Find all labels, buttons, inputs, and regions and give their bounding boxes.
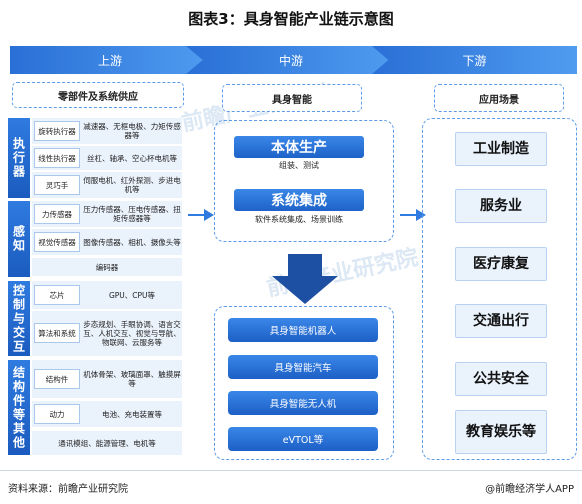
block-desc: 组装、测试 — [279, 161, 319, 170]
component-desc: 丝杠、轴承、空心杯电机等 — [87, 153, 177, 163]
block-title: 本体生产 — [234, 136, 364, 158]
encoder-row: 编码器 — [32, 258, 182, 276]
block-desc: 软件系统集成、场景训练 — [255, 215, 343, 224]
component-name: 线性执行器 — [34, 148, 80, 168]
midstream-process-panel — [214, 120, 394, 242]
component-name: 视觉传感器 — [34, 232, 80, 252]
category-structure: 结构件等其他 — [8, 360, 30, 455]
component-desc: GPU、CPU等 — [108, 290, 156, 300]
block-title: 系统集成 — [234, 189, 364, 211]
phase-midstream: 中游 — [186, 46, 396, 74]
phase-upstream: 上游 — [10, 46, 210, 74]
phase-downstream: 下游 — [372, 46, 577, 74]
scene-item: 公共安全 — [455, 362, 547, 396]
arrow-down-icon — [272, 254, 338, 304]
component-name: 动力 — [34, 404, 80, 424]
footer-brand: @前瞻经济学人APP — [485, 484, 574, 495]
footer-source: 资料来源：前瞻产业研究院 — [8, 484, 128, 495]
component-name: 结构件 — [34, 369, 80, 389]
scene-item: 教育娱乐等 — [455, 410, 547, 454]
arrow-right-icon — [400, 209, 426, 221]
upstream-header: 零部件及系统供应 — [12, 82, 184, 108]
component-desc: 步态规划、手眼协调、语言交互、人机交互、视觉与导航、物联网、云服务等 — [83, 320, 181, 347]
component-name: 芯片 — [34, 285, 80, 305]
component-name: 旋转执行器 — [34, 121, 80, 141]
component-name: 灵巧手 — [34, 175, 80, 195]
component-desc: 减速器、无框电极、力矩传感器等 — [83, 122, 181, 140]
category-executor: 执行器 — [8, 118, 30, 198]
midstream-header: 具身智能 — [222, 84, 362, 112]
page-title: 图表3：具身智能产业链示意图 — [188, 10, 394, 28]
component-desc: 机体骨架、玻璃面罩、触摸屏等 — [83, 370, 181, 388]
scene-item: 服务业 — [455, 189, 547, 223]
category-control: 控制与交互 — [8, 281, 30, 356]
component-desc: 图像传感器、相机、摄像头等 — [83, 237, 181, 247]
scene-item: 医疗康复 — [455, 247, 547, 281]
category-sensing: 感知 — [8, 201, 30, 277]
scene-item: 工业制造 — [455, 132, 547, 166]
component-desc: 电池、充电装置等 — [102, 409, 162, 419]
scene-item: 交通出行 — [455, 304, 547, 338]
component-desc: 伺服电机、红外探测、步进电机等 — [83, 176, 181, 194]
footer-divider — [0, 470, 582, 471]
arrow-right-icon — [188, 209, 214, 221]
product-item: 具身智能无人机 — [228, 391, 378, 415]
component-desc: 压力传感器、压电传感器、扭矩传感器等 — [83, 205, 181, 223]
product-item: 具身智能汽车 — [228, 355, 378, 379]
product-item: 具身智能机器人 — [228, 318, 378, 342]
other-row: 通讯模组、能源管理、电机等 — [32, 431, 182, 455]
downstream-header: 应用场景 — [434, 84, 564, 112]
downstream-panel — [422, 118, 577, 460]
component-name: 算法和系统 — [34, 323, 80, 343]
midstream-products-panel — [214, 306, 394, 460]
product-item: eVTOL等 — [228, 427, 378, 451]
component-name: 力传感器 — [34, 204, 80, 224]
